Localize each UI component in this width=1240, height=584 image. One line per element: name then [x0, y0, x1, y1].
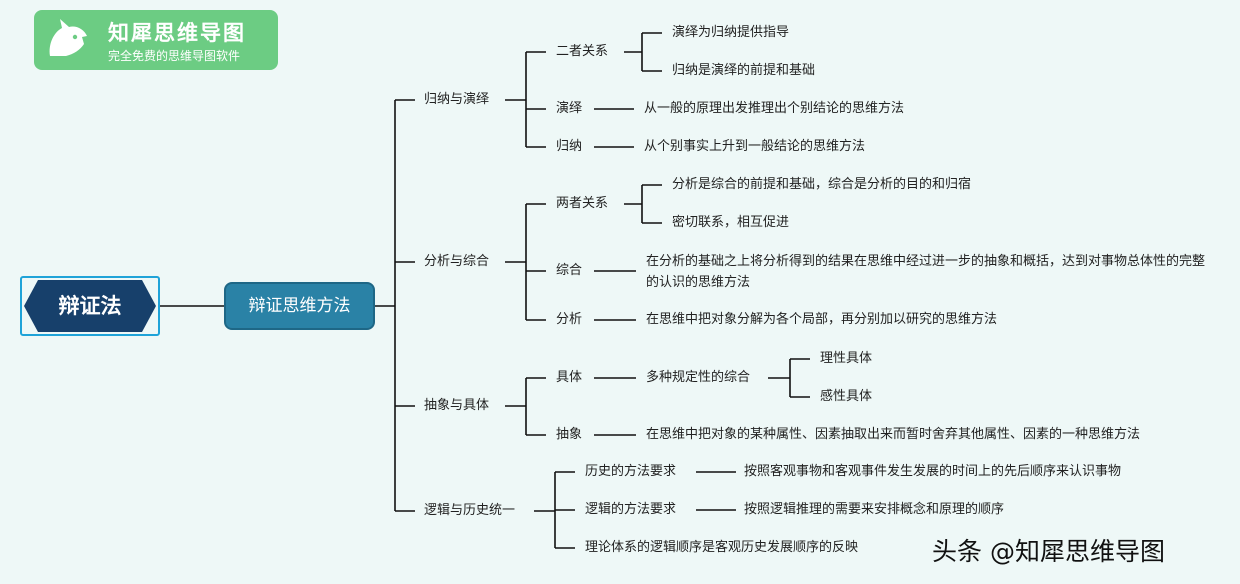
- leaf-text[interactable]: 分析是综合的前提和基础，综合是分析的目的和归宿: [672, 177, 972, 192]
- logo-tagline: 完全免费的思维导图软件: [108, 49, 241, 63]
- branch-induction-deduction[interactable]: 归纳与演绎: [424, 92, 490, 107]
- leaf-text[interactable]: 在思维中把对象分解为各个局部，再分别加以研究的思维方法: [646, 312, 998, 327]
- node-history-method[interactable]: 历史的方法要求: [585, 464, 677, 479]
- leaf-text[interactable]: 按照客观事物和客观事件发生发展的时间上的先后顺序来认识事物: [744, 464, 1122, 479]
- node-concrete[interactable]: 具体: [556, 370, 583, 385]
- node-synthesis[interactable]: 综合: [556, 263, 583, 278]
- root-hexagon-shape: [24, 280, 156, 332]
- root-label: 辩证法: [58, 294, 122, 318]
- leaf-text[interactable]: 按照逻辑推理的需要来安排概念和原理的顺序: [744, 502, 1005, 517]
- node-theory-order[interactable]: 理论体系的逻辑顺序是客观历史发展顺序的反映: [585, 540, 859, 555]
- node-relation[interactable]: 二者关系: [556, 44, 609, 59]
- leaf-text[interactable]: 理性具体: [820, 351, 873, 366]
- branch-abstract-concrete[interactable]: 抽象与具体: [424, 398, 490, 413]
- node-deduction[interactable]: 演绎: [556, 101, 583, 116]
- node-multiple-determinations[interactable]: 多种规定性的综合: [646, 370, 751, 385]
- rhino-logo-icon: [49, 19, 87, 56]
- node-analysis[interactable]: 分析: [556, 312, 583, 327]
- leaf-text[interactable]: 从一般的原理出发推理出个别结论的思维方法: [644, 101, 905, 116]
- leaf-text[interactable]: 感性具体: [820, 389, 873, 404]
- leaf-text[interactable]: 归纳是演绎的前提和基础: [672, 63, 816, 78]
- leaf-text[interactable]: 演绎为归纳提供指导: [672, 25, 790, 40]
- brand-logo: 知犀思维导图 完全免费的思维导图软件: [34, 10, 278, 70]
- root-node[interactable]: 辩证法: [20, 276, 160, 336]
- logo-name: 知犀思维导图: [108, 21, 246, 45]
- leaf-text[interactable]: 密切联系，相互促进: [672, 215, 790, 230]
- branch-logic-history[interactable]: 逻辑与历史统一: [424, 503, 516, 518]
- node-relation[interactable]: 两者关系: [556, 196, 609, 211]
- node-logic-method[interactable]: 逻辑的方法要求: [585, 502, 677, 517]
- node-abstract[interactable]: 抽象: [556, 427, 583, 442]
- node-induction[interactable]: 归纳: [556, 139, 583, 154]
- center-node[interactable]: 辩证思维方法: [224, 282, 375, 330]
- branch-analysis-synthesis[interactable]: 分析与综合: [424, 254, 490, 269]
- watermark: 头条 @知犀思维导图: [932, 537, 1165, 566]
- leaf-text[interactable]: 在思维中把对象的某种属性、因素抽取出来而暂时舍弃其他属性、因素的一种思维方法: [646, 427, 1141, 442]
- leaf-text[interactable]: 从个别事实上升到一般结论的思维方法: [644, 139, 866, 154]
- leaf-text[interactable]: 在分析的基础之上将分析得到的结果在思维中经过进一步的抽象和概括，达到对事物总体性…: [646, 254, 1206, 290]
